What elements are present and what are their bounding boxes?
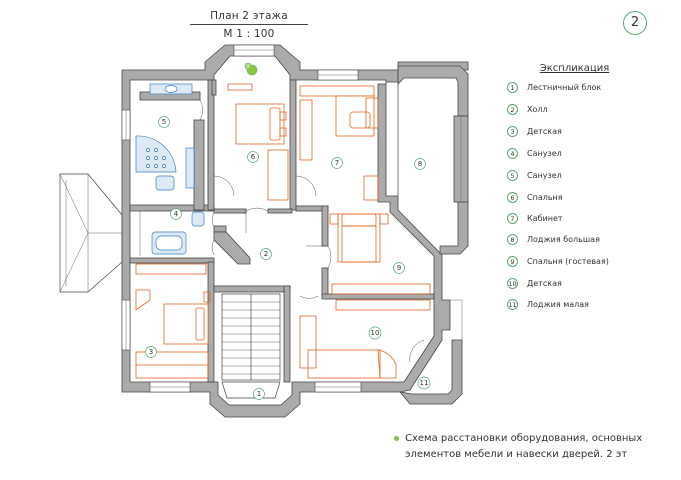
caption: Схема расстановки оборудования, основных… xyxy=(394,431,667,463)
legend-item: 10 Детская xyxy=(507,277,562,291)
page-number-badge: 2 xyxy=(623,11,647,35)
legend-number: 4 xyxy=(507,148,518,159)
legend-item: 9 Спальня (гостевая) xyxy=(507,255,609,269)
legend-item: 3 Детская xyxy=(507,125,562,139)
room-markers: 1 2 3 4 5 6 7 8 xyxy=(145,116,431,400)
legend-label: Холл xyxy=(527,105,548,114)
room-marker-11: 11 xyxy=(417,376,431,390)
bathroom-4-fixtures xyxy=(139,211,215,256)
room-marker-1: 1 xyxy=(253,388,265,400)
legend-label: Кабинет xyxy=(527,214,563,223)
loggia-large xyxy=(397,65,469,255)
legend-item: 2 Холл xyxy=(507,103,548,117)
nursery-10-furniture xyxy=(299,299,431,379)
legend-label: Спальня xyxy=(527,193,563,202)
staircase xyxy=(221,293,281,399)
legend-title: Экспликация xyxy=(539,63,610,74)
legend-item: 5 Санузел xyxy=(507,169,562,183)
legend-label: Лоджия малая xyxy=(527,300,589,309)
svg-text:6: 6 xyxy=(251,153,256,161)
legend-label: Санузел xyxy=(527,149,562,158)
legend-number: 2 xyxy=(507,104,518,115)
legend-number: 8 xyxy=(507,234,518,245)
legend-label: Детская xyxy=(527,127,562,136)
legend-number: 1 xyxy=(507,82,518,93)
svg-text:10: 10 xyxy=(371,329,380,337)
room-marker-4: 4 xyxy=(170,208,182,220)
legend-number: 5 xyxy=(507,170,518,181)
interior-walls xyxy=(129,79,435,383)
caption-line: элементов мебели и навески дверей. 2 эт xyxy=(405,449,628,460)
room-marker-6: 6 xyxy=(247,151,259,163)
plant-icon xyxy=(244,62,258,76)
legend-label: Детская xyxy=(527,279,562,288)
legend-label: Санузел xyxy=(527,171,562,180)
svg-text:4: 4 xyxy=(174,210,179,218)
svg-text:5: 5 xyxy=(162,118,166,126)
roof-annex xyxy=(59,173,123,293)
legend-number: 9 xyxy=(507,256,518,267)
windows xyxy=(121,44,362,393)
legend-item: 6 Спальня xyxy=(507,191,563,205)
legend-item: 7 Кабинет xyxy=(507,212,563,226)
study-7-furniture xyxy=(295,85,379,201)
legend-label: Лестничный блок xyxy=(527,83,602,92)
legend-number: 3 xyxy=(507,126,518,137)
bedroom-6-furniture xyxy=(213,62,289,201)
nursery-3-furniture xyxy=(135,263,211,379)
room-marker-9: 9 xyxy=(393,262,405,274)
hall-doors xyxy=(211,207,332,299)
legend-item: 4 Санузел xyxy=(507,147,562,161)
room-marker-2: 2 xyxy=(260,248,272,260)
bullet-icon xyxy=(394,436,399,441)
loggia-small xyxy=(399,299,463,405)
room-marker-5: 5 xyxy=(158,116,170,128)
svg-text:11: 11 xyxy=(420,379,429,387)
plan-title: План 2 этажа М 1 : 100 xyxy=(190,9,308,41)
legend-label: Спальня (гостевая) xyxy=(527,257,609,266)
legend-number: 11 xyxy=(507,299,518,310)
room-marker-7: 7 xyxy=(331,157,343,169)
caption-line: Схема расстановки оборудования, основных xyxy=(405,433,643,444)
legend-item: 8 Лоджия большая xyxy=(507,233,600,247)
bedroom-9-furniture xyxy=(329,213,431,295)
bathroom-5-fixtures xyxy=(135,83,203,191)
legend-item: 11 Лоджия малая xyxy=(507,298,589,312)
room-marker-10: 10 xyxy=(368,326,382,340)
svg-text:2: 2 xyxy=(264,250,268,258)
svg-text:3: 3 xyxy=(149,348,153,356)
plan-title-line: План 2 этажа xyxy=(190,9,308,25)
room-marker-8: 8 xyxy=(414,158,426,170)
legend-label: Лоджия большая xyxy=(527,235,600,244)
legend-number: 6 xyxy=(507,192,518,203)
svg-text:7: 7 xyxy=(335,159,339,167)
svg-text:9: 9 xyxy=(397,264,401,272)
legend-item: 1 Лестничный блок xyxy=(507,81,601,95)
room-marker-3: 3 xyxy=(145,346,157,358)
svg-text:8: 8 xyxy=(418,160,422,168)
shower-tray-dots xyxy=(146,148,166,168)
legend-number: 7 xyxy=(507,213,518,224)
plan-scale: М 1 : 100 xyxy=(223,28,275,40)
legend-number: 10 xyxy=(507,278,518,289)
svg-text:1: 1 xyxy=(257,390,261,398)
